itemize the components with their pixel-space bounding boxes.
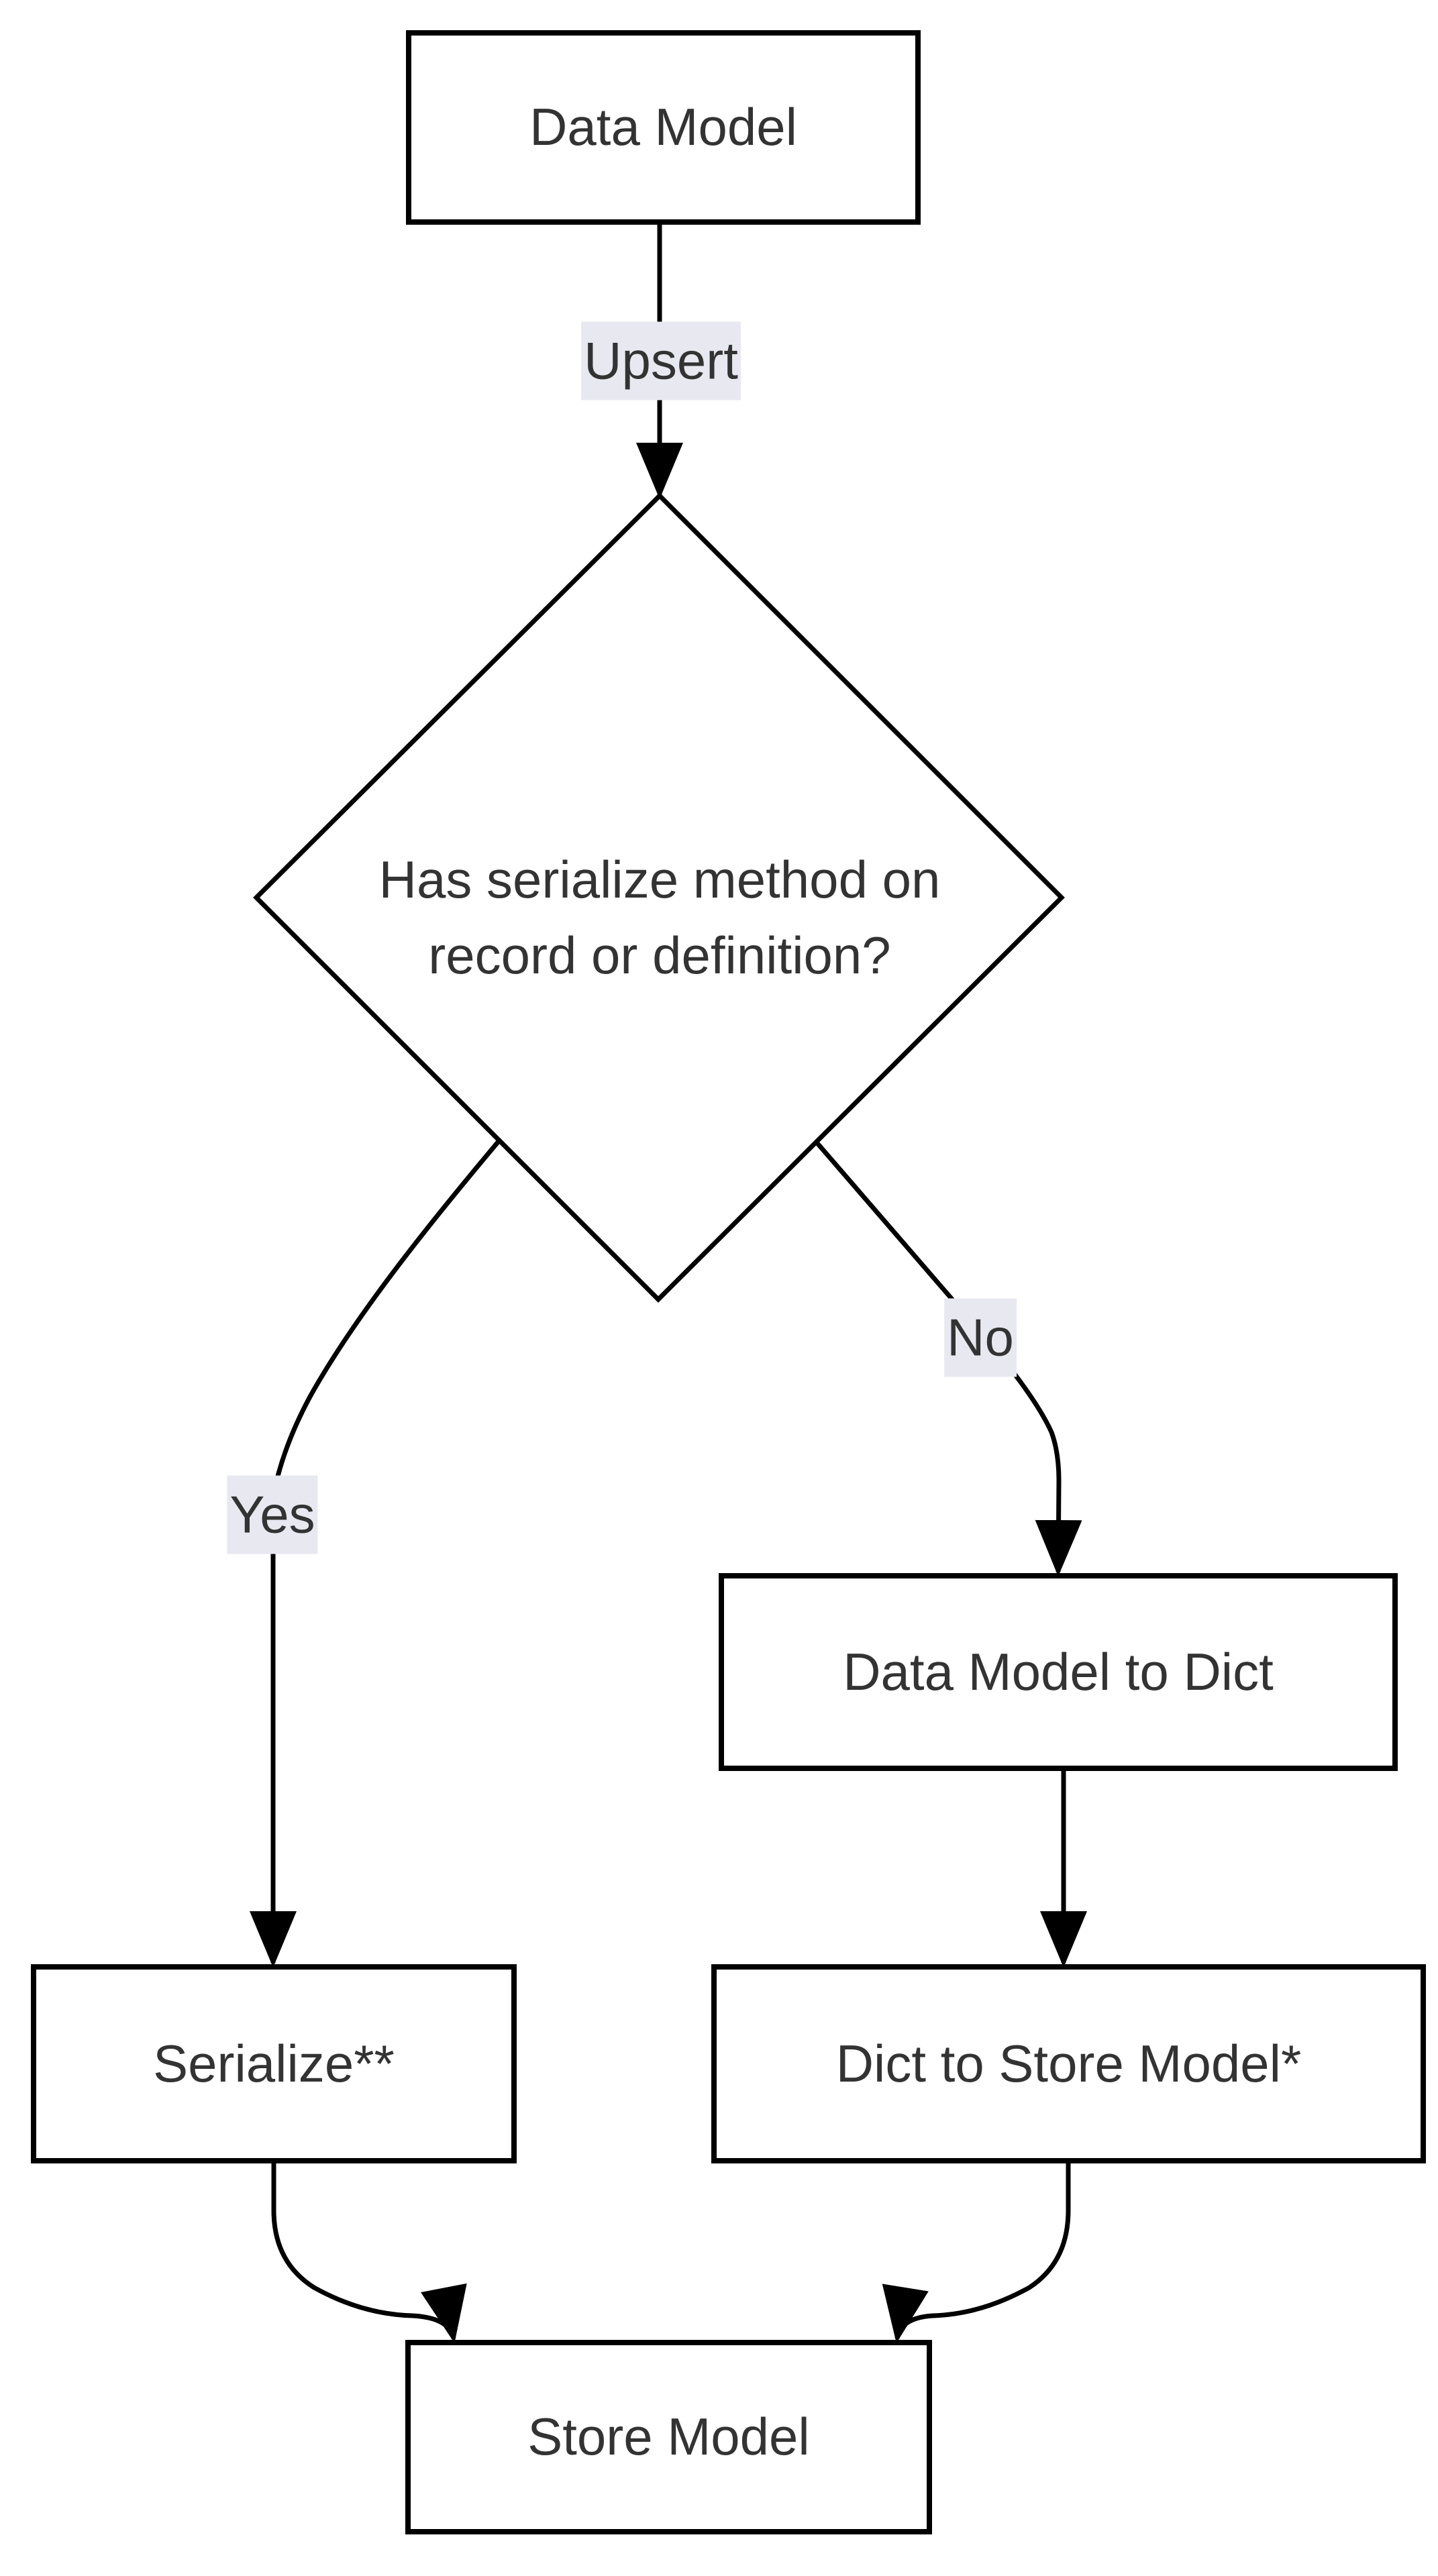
node-store-model: Store Model bbox=[405, 2340, 932, 2534]
node-serialize: Serialize** bbox=[31, 1964, 517, 2163]
edge-label-no: No bbox=[944, 1298, 1017, 1377]
node-serialize-label: Serialize** bbox=[153, 2033, 395, 2093]
node-store-model-label: Store Model bbox=[527, 2407, 810, 2467]
node-decision-label: Has serialize method on record or defini… bbox=[378, 849, 941, 985]
node-data-model-to-dict: Data Model to Dict bbox=[719, 1573, 1398, 1771]
node-dict-to-store-model: Dict to Store Model* bbox=[711, 1964, 1426, 2163]
edge-serialize-to-store bbox=[271, 2163, 467, 2343]
node-data-model: Data Model bbox=[406, 30, 921, 225]
decision-diamond-shape bbox=[253, 492, 1065, 1303]
node-dict-to-store-model-label: Dict to Store Model* bbox=[835, 2033, 1302, 2093]
edge-no bbox=[815, 1140, 1082, 1576]
edge-label-yes: Yes bbox=[227, 1475, 318, 1554]
edge-yes bbox=[250, 1138, 502, 1968]
node-data-model-to-dict-label: Data Model to Dict bbox=[843, 1642, 1274, 1701]
edge-dict-to-store-to-store bbox=[882, 2163, 1071, 2343]
node-data-model-label: Data Model bbox=[529, 97, 797, 157]
edge-label-upsert: Upsert bbox=[581, 321, 741, 400]
